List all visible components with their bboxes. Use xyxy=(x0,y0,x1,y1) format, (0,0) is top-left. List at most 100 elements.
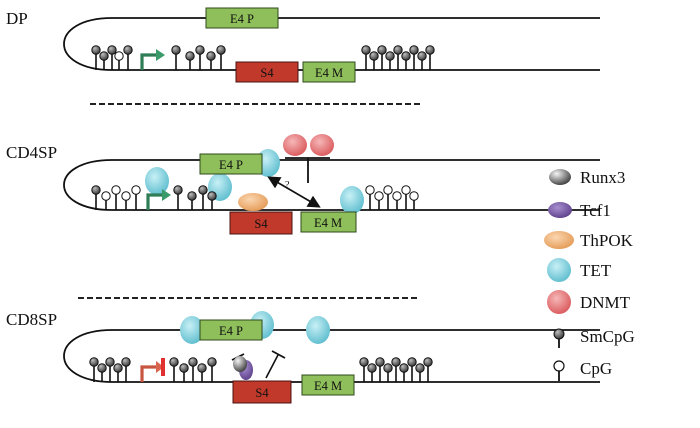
tet-protein xyxy=(145,167,169,195)
unmethylated-cpg-icon xyxy=(114,51,124,70)
legend-item-tcf1: Tcf1 xyxy=(548,201,611,220)
methylated-cpg-icon xyxy=(423,357,433,382)
methylated-cpg-icon xyxy=(169,357,179,382)
methylated-cpg-icon xyxy=(369,51,379,70)
methylated-cpg-icon xyxy=(361,45,371,70)
methylated-cpg-icon xyxy=(377,45,387,70)
methylated-cpg-icon xyxy=(113,363,123,382)
methylated-cpg-icon xyxy=(385,51,395,70)
methylated-cpg-icon xyxy=(173,185,183,210)
dna-strand-cd8sp xyxy=(63,329,600,383)
methylated-cpg-icon xyxy=(391,357,401,382)
methylated-cpg-icon xyxy=(198,185,208,210)
e4-enhancer-box: E4 M xyxy=(301,374,355,396)
methylated-cpg-icon xyxy=(121,357,131,382)
svg-text:TET: TET xyxy=(580,261,612,280)
cpg-sites xyxy=(89,45,435,382)
tet-protein xyxy=(340,186,364,214)
svg-text:E4 P: E4 P xyxy=(219,158,243,172)
dnmt-complex xyxy=(283,134,334,183)
e4-promoter-box: E4 P xyxy=(205,7,279,29)
methylated-cpg-icon xyxy=(417,51,427,70)
methylated-cpg-icon xyxy=(187,191,197,210)
runx3-icon xyxy=(549,169,571,185)
methylated-cpg-icon xyxy=(399,363,409,382)
methylated-cpg-icon xyxy=(415,363,425,382)
legend-item-dnmt: DNMT xyxy=(547,290,631,314)
svg-text:E4 M: E4 M xyxy=(315,66,343,80)
unmethylated-cpg-icon xyxy=(392,191,402,210)
methylated-cpg-icon xyxy=(207,357,217,382)
methylated-cpg-icon xyxy=(393,45,403,70)
legend-item-smcpg: SmCpG xyxy=(553,327,635,348)
methylated-cpg-icon xyxy=(185,51,195,70)
runx3-protein xyxy=(233,356,247,372)
methylated-cpg-icon xyxy=(105,357,115,382)
dnmt-icon xyxy=(547,290,571,314)
e4-enhancer-box: E4 M xyxy=(300,211,357,233)
unmethylated-cpg-icon xyxy=(374,191,384,210)
svg-text:ThPOK: ThPOK xyxy=(580,231,634,250)
svg-text:SmCpG: SmCpG xyxy=(580,327,635,346)
methylated-cpg-icon xyxy=(123,45,133,70)
unmethylated-cpg-icon xyxy=(365,185,375,210)
blocked-promoter-arrow-icon xyxy=(140,358,165,382)
methylated-cpg-icon xyxy=(359,357,369,382)
legend-item-thpok: ThPOK xyxy=(544,231,634,250)
unmethylated-cpg-icon xyxy=(383,185,393,210)
methylated-cpg-icon xyxy=(367,363,377,382)
dna-strand-cd4sp xyxy=(63,159,600,211)
svg-text:E4 P: E4 P xyxy=(230,12,254,26)
thpok-protein xyxy=(238,193,268,211)
s4-silencer-box: S4 xyxy=(235,61,299,83)
unmethylated-cpg-icon xyxy=(553,360,565,381)
svg-text:E4 P: E4 P xyxy=(219,324,243,338)
methylated-cpg-icon xyxy=(375,357,385,382)
promoter-arrow-icon xyxy=(146,189,171,210)
e4-promoter-box: E4 P xyxy=(199,153,263,175)
dna-strand-dp xyxy=(63,17,600,71)
methylated-cpg-icon xyxy=(171,45,181,70)
methylated-cpg-icon xyxy=(91,185,101,210)
legend-item-tet: TET xyxy=(547,258,612,282)
e4-enhancer-box: E4 M xyxy=(302,61,356,83)
methylated-cpg-icon xyxy=(195,45,205,70)
promoter-arrow-icon xyxy=(140,49,165,70)
s4-silencer-box: S4 xyxy=(229,211,293,235)
methylated-cpg-icon xyxy=(425,45,435,70)
methylated-cpg-icon xyxy=(216,45,226,70)
panel-cd4sp: CD4SP E4 P S4 E4 M ? xyxy=(6,134,600,235)
methylated-cpg-icon xyxy=(553,328,565,348)
svg-text:S4: S4 xyxy=(254,217,268,231)
methylated-cpg-icon xyxy=(107,45,117,70)
unmethylated-cpg-icon xyxy=(101,191,111,210)
svg-text:E4 M: E4 M xyxy=(314,216,342,230)
tet-icon xyxy=(547,258,571,282)
methylated-cpg-icon xyxy=(97,363,107,382)
unmethylated-cpg-icon xyxy=(111,185,121,210)
methylated-cpg-icon xyxy=(206,51,216,70)
methylated-cpg-icon xyxy=(407,357,417,382)
svg-text:S4: S4 xyxy=(260,66,274,80)
methylated-cpg-icon xyxy=(409,45,419,70)
unmethylated-cpg-icon xyxy=(131,185,141,210)
methylated-cpg-icon xyxy=(401,51,411,70)
methylated-cpg-icon xyxy=(99,51,109,70)
svg-text:E4 M: E4 M xyxy=(314,379,342,393)
s4-silencer-box: S4 xyxy=(232,380,292,404)
panel-dp: DP E4 P S4 E4 M xyxy=(6,7,600,83)
unmethylated-cpg-icon xyxy=(121,191,131,210)
panel-label-dp: DP xyxy=(6,9,28,28)
svg-text:DNMT: DNMT xyxy=(580,293,631,312)
methylated-cpg-icon xyxy=(207,191,217,210)
question-mark: ? xyxy=(285,180,290,191)
svg-text:Runx3: Runx3 xyxy=(580,168,625,187)
methylated-cpg-icon xyxy=(383,363,393,382)
legend: Runx3 Tcf1 ThPOK TET DNMT SmCpG xyxy=(544,168,635,381)
panel-label-cd4sp: CD4SP xyxy=(6,143,57,162)
svg-text:CpG: CpG xyxy=(580,359,612,378)
methylated-cpg-icon xyxy=(89,357,99,382)
methylated-cpg-icon xyxy=(197,363,207,382)
tet-protein xyxy=(180,316,204,344)
